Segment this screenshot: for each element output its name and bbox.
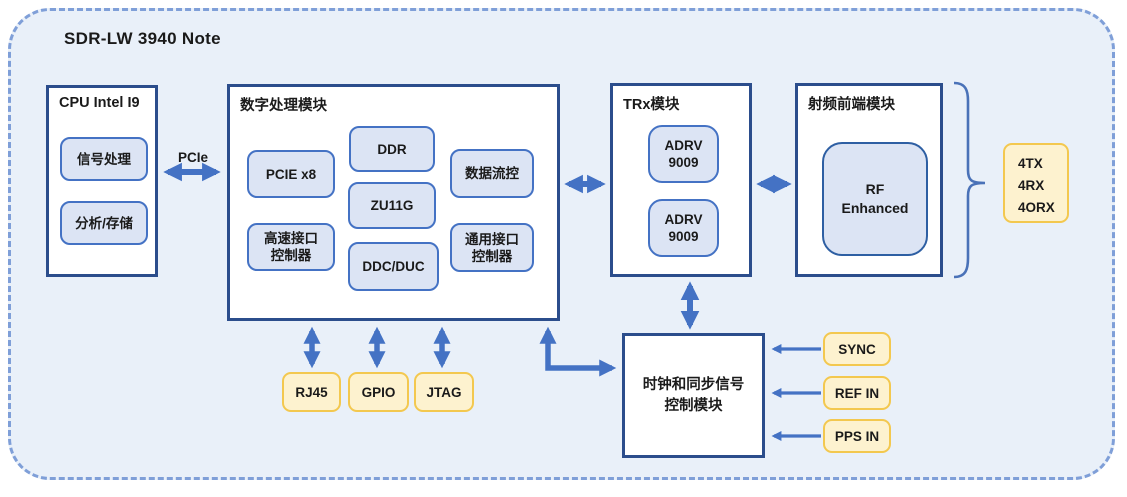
block-pcie-x8-label: PCIE x8 [265,166,317,182]
block-signal-processing-label: 信号处理 [77,151,131,167]
block-data-flow-control: 数据流控 [450,149,534,198]
cpu-module-title: CPU Intel I9 [59,95,140,111]
rf-frontend-module: 射频前端模块 RF Enhanced [795,83,943,277]
digital-processing-module: 数字处理模块 PCIE x8 高速接口 控制器 DDR ZU11G DDC/DU… [227,84,560,321]
rf-channels-box: 4TX 4RX 4ORX [1003,143,1069,223]
block-adrv9009-2: ADRV 9009 [648,199,719,257]
rf-channels-4rx-label: 4RX [1018,178,1045,193]
block-general-interface-controller-line1: 通用接口 [465,231,519,247]
rf-frontend-module-title: 射频前端模块 [808,97,895,113]
cpu-module: CPU Intel I9 信号处理 分析/存储 [46,85,158,277]
port-rj45-label: RJ45 [295,384,328,400]
block-adrv9009-2-line1: ADRV [664,212,703,227]
input-sync: SYNC [823,332,891,366]
diagram-title: SDR-LW 3940 Note [64,29,221,48]
block-zu11g-label: ZU11G [370,198,414,213]
block-pcie-x8: PCIE x8 [247,150,335,198]
block-highspeed-interface-controller-line2: 控制器 [270,248,312,263]
port-jtag-label: JTAG [426,384,462,400]
block-ddr: DDR [349,126,435,172]
block-analysis-storage-label: 分析/存储 [75,215,133,231]
input-ref-in-label: REF IN [834,385,880,401]
rf-channels-4tx-label: 4TX [1018,156,1043,171]
block-rf-enhanced: RF Enhanced [822,142,928,256]
pcie-link-label: PCIe [177,150,208,165]
block-adrv9009-1-line1: ADRV [664,138,703,153]
input-sync-label: SYNC [838,341,876,357]
block-rf-enhanced-line1: RF [865,181,885,197]
system-boundary [8,8,1115,480]
block-general-interface-controller-line2: 控制器 [471,248,513,264]
digital-processing-module-title: 数字处理模块 [240,98,327,114]
trx-module: TRx模块 ADRV 9009 ADRV 9009 [610,83,752,277]
block-ddr-label: DDR [377,141,407,157]
clock-sync-module-line1: 时钟和同步信号 [642,376,745,393]
port-jtag: JTAG [414,372,474,412]
block-zu11g: ZU11G [348,182,436,229]
port-gpio-label: GPIO [361,384,396,400]
input-pps-in-label: PPS IN [834,428,880,444]
block-ddc-duc-label: DDC/DUC [362,259,425,274]
rf-channels-4orx-label: 4ORX [1018,200,1055,215]
block-rf-enhanced-line2: Enhanced [841,200,909,216]
clock-sync-module: 时钟和同步信号 控制模块 [622,333,765,458]
block-data-flow-control-label: 数据流控 [465,166,519,181]
block-adrv9009-2-line2: 9009 [668,229,699,244]
block-adrv9009-1: ADRV 9009 [648,125,719,183]
port-gpio: GPIO [348,372,409,412]
clock-sync-module-title: 时钟和同步信号 控制模块 [643,375,745,417]
block-analysis-storage: 分析/存储 [60,201,148,245]
trx-module-title: TRx模块 [623,97,680,113]
input-ref-in: REF IN [823,376,891,410]
clock-sync-module-line2: 控制模块 [664,397,723,414]
block-signal-processing: 信号处理 [60,137,148,181]
block-ddc-duc: DDC/DUC [348,242,439,291]
block-highspeed-interface-controller-line1: 高速接口 [264,231,318,246]
input-pps-in: PPS IN [823,419,891,453]
block-general-interface-controller: 通用接口 控制器 [450,223,534,272]
port-rj45: RJ45 [282,372,341,412]
block-adrv9009-1-line2: 9009 [668,155,699,170]
block-highspeed-interface-controller: 高速接口 控制器 [247,223,335,271]
